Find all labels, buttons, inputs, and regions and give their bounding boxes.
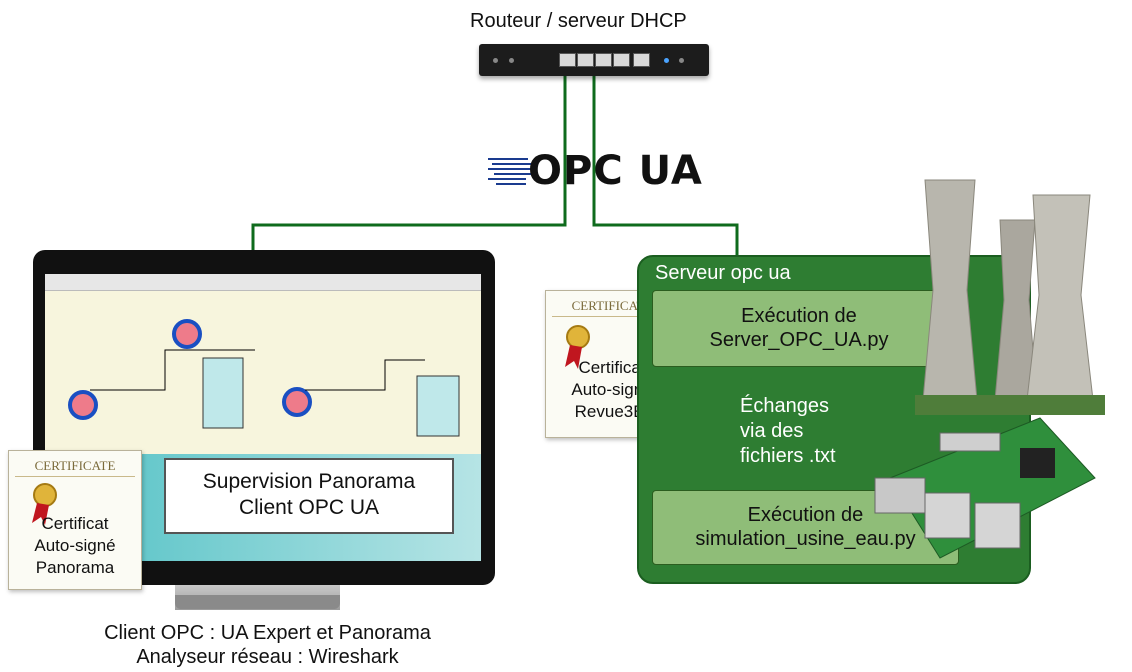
supervision-line1: Supervision Panorama <box>202 470 416 493</box>
exec-simulation-line1: Exécution de <box>747 504 864 526</box>
certificate-line1: Certificat <box>41 514 109 533</box>
wire-to-client <box>251 62 567 253</box>
certificate-header: CERTIFICATE <box>15 458 135 477</box>
router-device <box>479 44 709 76</box>
certificate-client: CERTIFICATE Certificat Auto-signé Panora… <box>8 450 142 590</box>
certificate-line2: Auto-signé <box>571 380 653 399</box>
server-title: Serveur opc ua <box>655 262 791 284</box>
supervision-label-box: Supervision Panorama Client OPC UA <box>164 458 454 534</box>
opc-ua-logo-text: OPC UA <box>528 148 703 194</box>
router-title: Routeur / serveur DHCP <box>470 10 687 32</box>
footer-line2: Analyseur réseau : Wireshark <box>136 646 399 668</box>
exchanges-label: Échanges via des fichiers .txt <box>740 394 836 469</box>
exchanges-line2: via des <box>740 420 804 442</box>
raspberry-pi-illustration <box>874 417 1096 559</box>
cooling-towers-illustration <box>915 179 1105 415</box>
seal-ribbon-icon <box>32 483 57 525</box>
opc-ua-logo: OPC UA <box>488 148 708 198</box>
monitor-stand-base <box>175 595 340 609</box>
footer-line1: Client OPC : UA Expert et Panorama <box>104 622 431 644</box>
exchanges-line1: Échanges <box>740 395 829 417</box>
wire-to-server <box>592 62 739 258</box>
exec-server-line2: Server_OPC_UA.py <box>709 329 889 351</box>
certificate-header: CERTIFICATE <box>552 298 672 317</box>
certificate-line2: Auto-signé <box>34 536 116 555</box>
exec-simulation-line2: simulation_usine_eau.py <box>695 528 916 550</box>
opc-stripes-icon <box>488 158 536 185</box>
exec-server-line1: Exécution de <box>741 305 857 327</box>
seal-ribbon-icon <box>565 325 590 369</box>
supervision-line2: Client OPC UA <box>238 496 380 519</box>
certificate-line3: Panorama <box>35 558 115 577</box>
exec-server-box: Exécution de Server_OPC_UA.py <box>652 290 946 367</box>
screen-titlebar <box>45 274 481 291</box>
exchanges-line3: fichiers .txt <box>740 445 836 467</box>
supervision-synoptic <box>68 319 460 437</box>
certificate-line1: Certificat <box>578 358 646 377</box>
certificate-line3: Revue3EI <box>574 402 650 421</box>
